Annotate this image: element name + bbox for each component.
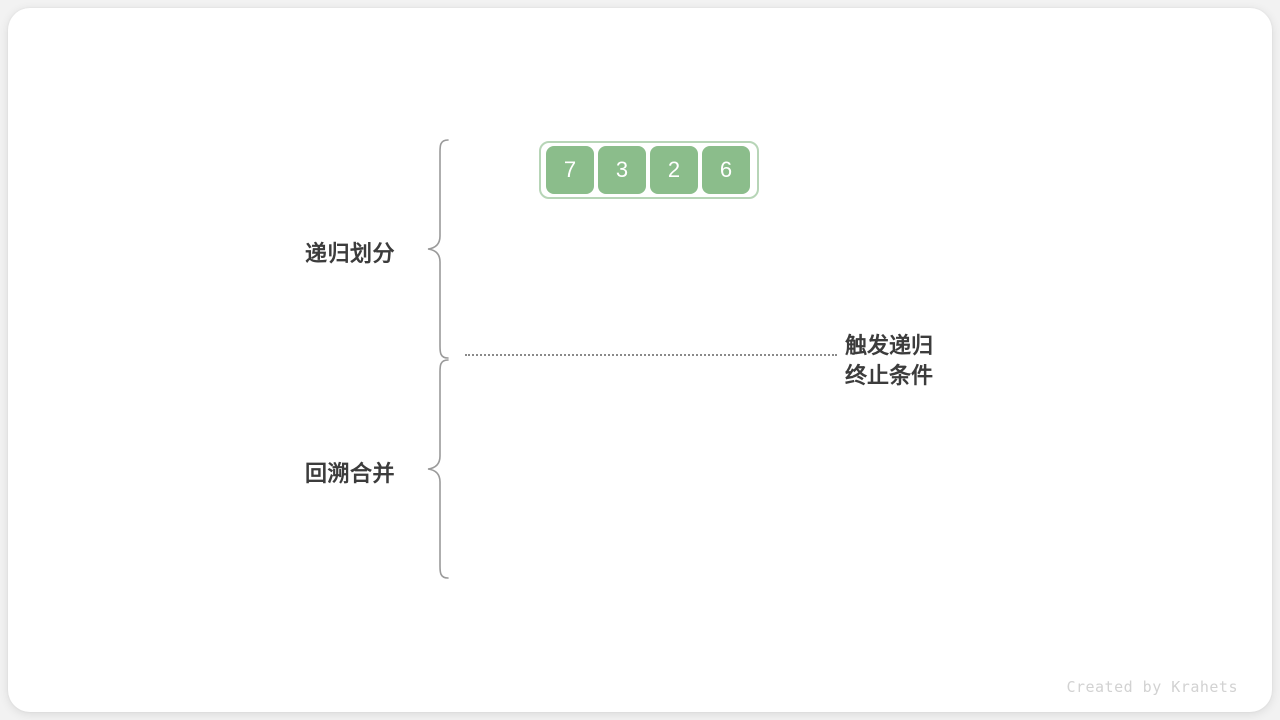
credit-text: Created by Krahets (1066, 678, 1238, 696)
array-container: 7 3 2 6 (539, 141, 759, 199)
array-cell[interactable]: 6 (702, 146, 750, 194)
divide-brace-icon (424, 138, 452, 360)
array-cell[interactable]: 3 (598, 146, 646, 194)
annotation-line-1: 触发递归 (845, 333, 934, 358)
white-card-panel (8, 8, 1272, 712)
section-label-merge: 回溯合并 (305, 461, 396, 486)
termination-annotation: 触发递归 终止条件 (845, 331, 933, 391)
array-cell[interactable]: 7 (546, 146, 594, 194)
section-label-divide: 递归划分 (305, 241, 396, 266)
annotation-line-2: 终止条件 (845, 363, 934, 388)
array-cell[interactable]: 2 (650, 146, 698, 194)
recursion-boundary-divider (465, 354, 837, 356)
merge-brace-icon (424, 358, 452, 580)
